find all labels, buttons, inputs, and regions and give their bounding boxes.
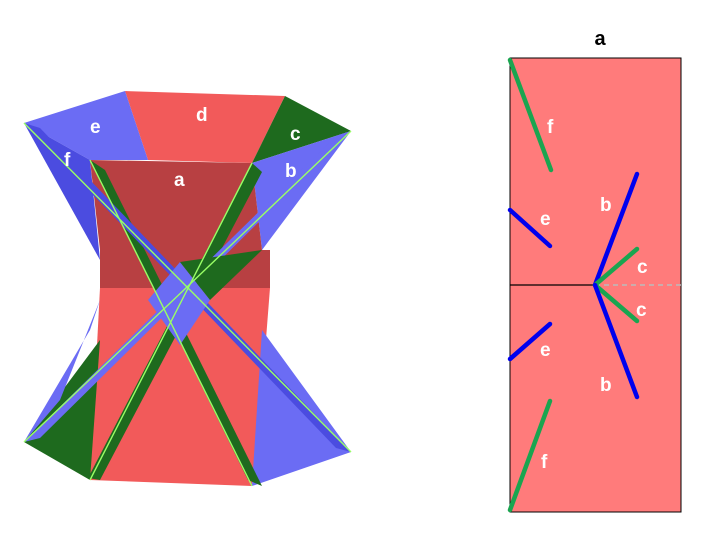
- label-c: c: [290, 124, 301, 145]
- net-diagram: a f e b c c e b f: [507, 28, 682, 513]
- net-label-f-top: f: [547, 117, 554, 138]
- net-label-b-top: b: [600, 195, 612, 216]
- label-d: d: [196, 105, 208, 126]
- net-label-c-bottom: c: [636, 300, 647, 321]
- segment-c-top: [592, 246, 640, 288]
- face-c: [252, 96, 351, 163]
- edge-1: [23, 122, 352, 453]
- polyhedron-3d: d e c f a b: [23, 91, 352, 487]
- label-a: a: [174, 170, 185, 191]
- edge-4: [89, 162, 253, 481]
- edge-2: [23, 130, 352, 443]
- net-title: a: [594, 28, 606, 50]
- net-label-b-bottom: b: [600, 375, 612, 396]
- face-b-upper: [252, 131, 351, 250]
- segment-b-top: [592, 171, 640, 288]
- label-f: f: [64, 150, 71, 171]
- segment-e-top: [507, 207, 553, 249]
- face-e: [24, 91, 148, 160]
- net-label-e-top: e: [540, 209, 551, 230]
- net-label-e-bottom: e: [540, 340, 551, 361]
- face-f-upper: [24, 123, 100, 260]
- net-label-f-bottom: f: [541, 452, 548, 473]
- segment-b-bottom: [592, 282, 640, 400]
- face-d: [125, 91, 285, 163]
- segment-e-bottom: [507, 321, 553, 362]
- label-b: b: [285, 161, 297, 182]
- segment-f-bottom: [507, 398, 553, 513]
- segment-f-top: [507, 57, 554, 173]
- segment-c-bottom: [592, 282, 640, 324]
- net-label-c-top: c: [637, 257, 648, 278]
- label-e: e: [90, 117, 101, 138]
- strut-center-blue: [148, 262, 210, 345]
